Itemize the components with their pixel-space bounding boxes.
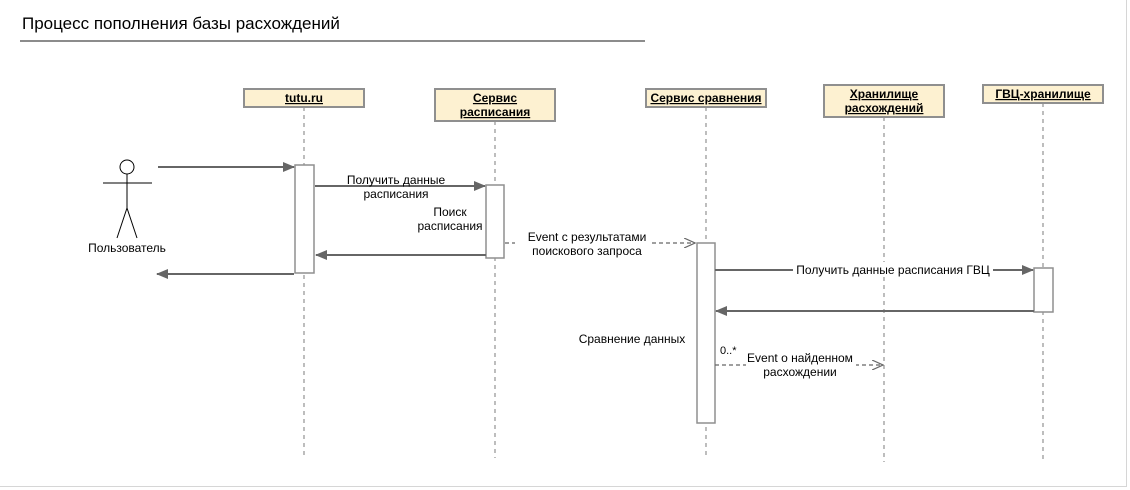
participant-schedule-label-2: расписания [460, 105, 530, 119]
activation-compare [696, 242, 716, 424]
title-underline [20, 40, 645, 42]
label-search-1: Поиск [433, 205, 467, 219]
activation-gvc [1033, 267, 1054, 313]
label-bg-get-gvc [793, 262, 993, 277]
diagram-title: Процесс пополнения базы расхождений [22, 14, 340, 33]
label-bg-event-results [515, 231, 652, 258]
label-compare: Сравнение данных [579, 332, 686, 346]
label-get-gvc: Получить данные расписания ГВЦ [796, 263, 990, 277]
participant-gvc[interactable]: ГВЦ-хранилище [982, 84, 1104, 104]
participant-schedule-label-1: Сервис [473, 91, 517, 105]
participant-schedule[interactable]: Сервис расписания [434, 88, 556, 122]
actor-label: Пользователь [88, 241, 166, 255]
label-multiplicity: 0..* [720, 345, 737, 357]
label-get-schedule-2: расписания [363, 187, 428, 201]
participant-gvc-label: ГВЦ-хранилище [995, 87, 1091, 101]
participant-storage[interactable]: Хранилище расхождений [823, 84, 945, 118]
label-event-found-2: расхождении [763, 365, 837, 379]
label-search-2: расписания [417, 219, 482, 233]
participant-tutu[interactable]: tutu.ru [243, 88, 365, 108]
label-get-schedule-1: Получить данные [347, 173, 446, 187]
participant-compare-label: Сервис сравнения [650, 91, 761, 105]
activation-tutu [294, 164, 315, 274]
label-event-results-1: Event с результатами [528, 230, 647, 244]
label-event-results-2: поискового запроса [532, 244, 642, 258]
participant-tutu-label: tutu.ru [285, 91, 323, 105]
participant-storage-label-2: расхождений [845, 101, 924, 115]
participant-storage-label-1: Хранилище [850, 87, 919, 101]
participant-compare[interactable]: Сервис сравнения [645, 88, 767, 108]
stick-figure-icon [103, 159, 152, 239]
label-bg-event-found [746, 352, 856, 378]
activation-schedule [485, 184, 505, 259]
label-event-found-1: Event о найденном [747, 351, 853, 365]
